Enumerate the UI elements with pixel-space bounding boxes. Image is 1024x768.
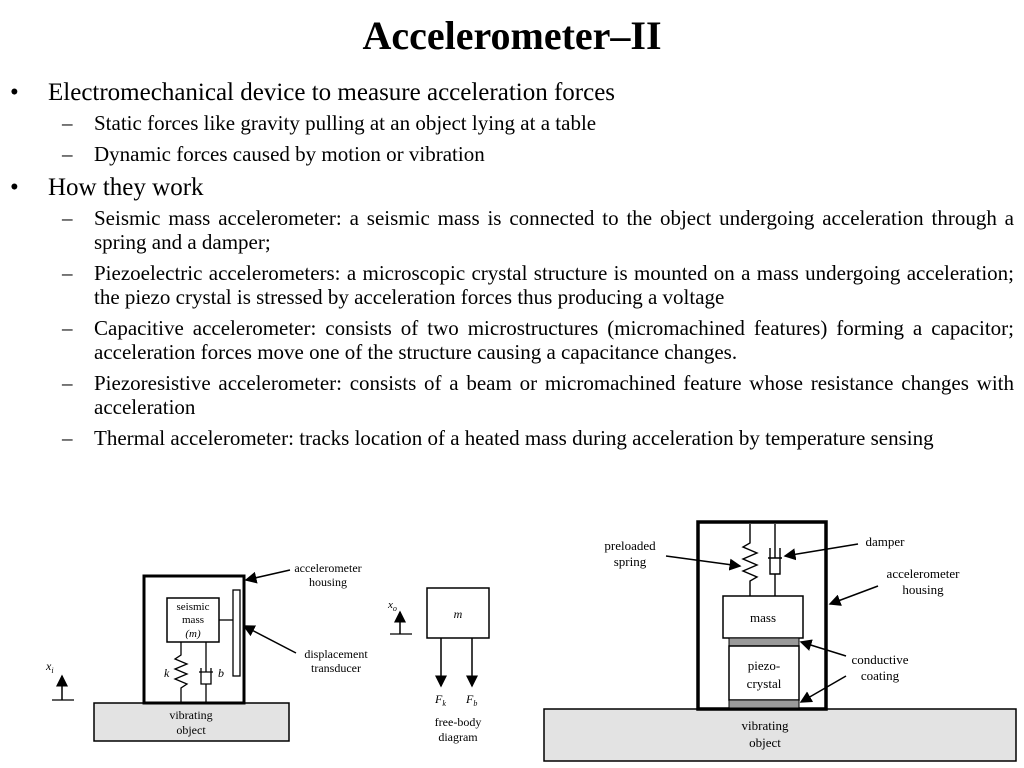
bullet-text: Electromechanical device to measure acce… xyxy=(48,79,616,106)
dash-marker: – xyxy=(62,371,73,395)
mass-label: mass xyxy=(750,610,776,625)
crystal-label: piezo- xyxy=(748,658,780,673)
free-body-mass xyxy=(426,587,490,639)
xo-label: xo xyxy=(387,599,397,613)
sub-bullet-text: Thermal accelerometer: tracks location o… xyxy=(94,426,934,450)
coating-label: coating xyxy=(861,668,900,683)
dash-marker: – xyxy=(62,206,73,230)
fb-label: Fb xyxy=(465,692,477,708)
sub-bullet-item: –Capacitive accelerometer: consists of t… xyxy=(62,316,1014,364)
piezo-crystal xyxy=(728,645,800,701)
sub-bullet-text: Seismic mass accelerometer: a seismic ma… xyxy=(94,206,1014,254)
damper-label: damper xyxy=(866,534,906,549)
sub-bullet-item: –Dynamic forces caused by motion or vibr… xyxy=(62,142,1014,166)
housing-label: housing xyxy=(309,575,347,589)
seismic-accelerometer-figure: vibrating object seismic mass (m) k b ac… xyxy=(45,561,490,744)
damper-label: b xyxy=(218,666,224,680)
mass-label: (m) xyxy=(185,628,201,640)
housing-label: accelerometer xyxy=(887,566,961,581)
displacement-transducer xyxy=(232,589,241,677)
dash-marker: – xyxy=(62,261,73,285)
sub-bullet-text: Capacitive accelerometer: consists of tw… xyxy=(94,316,1014,364)
base-label: object xyxy=(749,735,781,750)
bullet-list: • Electromechanical device to measure acc… xyxy=(10,78,1014,457)
base-label: vibrating xyxy=(742,718,789,733)
free-body-mass-label: m xyxy=(454,607,463,621)
dash-marker: – xyxy=(62,142,73,166)
damper-icon xyxy=(768,524,782,596)
housing-label: housing xyxy=(902,582,944,597)
sub-bullet-text: Piezoelectric accelerometers: a microsco… xyxy=(94,261,1014,309)
bullet-item: • Electromechanical device to measure acc… xyxy=(10,78,1014,107)
spring-label: preloaded xyxy=(604,538,656,553)
dash-marker: – xyxy=(62,111,73,135)
mass-label: seismic xyxy=(177,601,210,613)
sub-bullet-text: Static forces like gravity pulling at an… xyxy=(94,111,597,135)
spring-label: k xyxy=(164,666,170,680)
xi-label: xi xyxy=(45,659,54,675)
dash-marker: – xyxy=(62,426,73,450)
fbd-label: free-body xyxy=(435,715,482,729)
sub-bullet-text: Piezoresistive accelerometer: consists o… xyxy=(94,371,1014,419)
fk-label: Fk xyxy=(434,692,446,708)
sub-bullet-item: –Piezoelectric accelerometers: a microsc… xyxy=(62,261,1014,309)
conductive-coating xyxy=(728,637,800,647)
sub-bullet-item: –Piezoresistive accelerometer: consists … xyxy=(62,371,1014,419)
housing-label: accelerometer xyxy=(294,561,361,575)
seismic-mass xyxy=(166,597,220,643)
fbd-label: diagram xyxy=(438,730,478,744)
sub-bullet-text: Dynamic forces caused by motion or vibra… xyxy=(94,142,485,166)
crystal-label: crystal xyxy=(747,676,782,691)
sub-bullet-item: –Seismic mass accelerometer: a seismic m… xyxy=(62,206,1014,254)
spring-icon xyxy=(741,524,759,596)
sub-bullet-item: –Static forces like gravity pulling at a… xyxy=(62,111,1014,135)
vibrating-object-base xyxy=(93,702,290,742)
vibrating-object-base xyxy=(543,708,1017,762)
dash-marker: – xyxy=(62,316,73,340)
sub-bullet-item: –Thermal accelerometer: tracks location … xyxy=(62,426,1014,450)
spring-label: spring xyxy=(614,554,647,569)
bullet-marker: • xyxy=(10,79,19,106)
transducer-label: transducer xyxy=(311,661,361,675)
spring-icon xyxy=(173,642,189,703)
bullet-item: • How they work xyxy=(10,173,1014,202)
slide-title: Accelerometer–II xyxy=(362,13,662,58)
base-label: object xyxy=(176,723,206,737)
damper-icon xyxy=(199,642,213,703)
coating-label: conductive xyxy=(851,652,908,667)
mass-label: mass xyxy=(182,614,204,626)
conductive-coating xyxy=(728,699,800,709)
bullet-text: How they work xyxy=(48,174,204,201)
piezo-accelerometer-figure: vibrating object mass piezo- crystal pre… xyxy=(543,520,1017,762)
transducer-label: displacement xyxy=(304,647,368,661)
bullet-marker: • xyxy=(10,174,19,201)
accelerometer-housing xyxy=(142,574,246,705)
base-label: vibrating xyxy=(169,708,212,722)
